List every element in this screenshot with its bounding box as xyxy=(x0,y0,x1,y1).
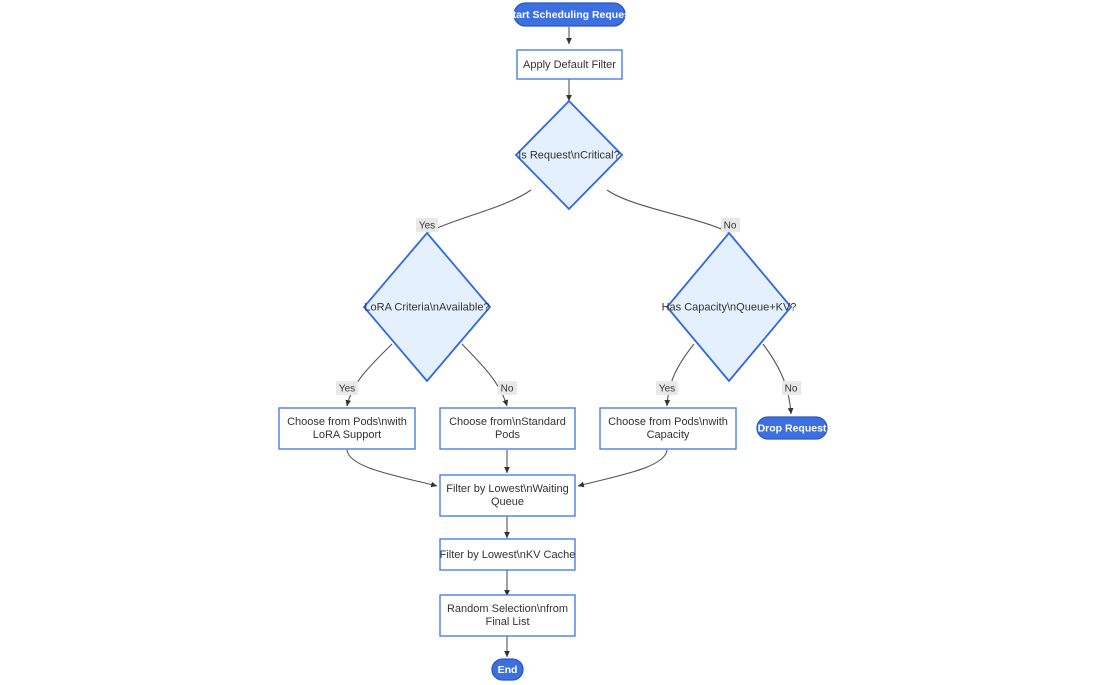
node-lora-criteria-available-shape[interactable] xyxy=(362,231,492,383)
node-filter-kv-cache[interactable]: Filter by Lowest\nKV Cache xyxy=(439,538,576,571)
edge-is-critical-yes-to-lora xyxy=(427,189,532,233)
node-layer: Start Scheduling Request Apply Default F… xyxy=(278,2,828,681)
node-start[interactable]: Start Scheduling Request xyxy=(506,2,634,27)
edge-capacity-no-to-drop-request xyxy=(762,343,794,415)
node-choose-standard-pods-shape[interactable] xyxy=(439,407,576,450)
node-apply-default-filter-label: Apply Default Filter xyxy=(523,59,616,71)
node-apply-default-filter-shape[interactable] xyxy=(516,49,623,80)
node-has-capacity[interactable]: Has Capacity\nQueue+KV? xyxy=(662,231,797,383)
edge-lora-yes-to-choose-lora xyxy=(345,343,393,407)
node-choose-standard-pods-label-line1: Choose from\nStandard xyxy=(449,416,566,428)
node-filter-waiting-queue-label-line1: Filter by Lowest\nWaiting xyxy=(446,483,568,495)
edge-label-layer: Yes No Yes No Yes No xyxy=(336,218,801,395)
edge-capacity-yes-to-choose-capacity xyxy=(664,343,695,407)
node-choose-pods-lora[interactable]: Choose from Pods\nwith LoRA Support xyxy=(278,407,416,450)
node-drop-request[interactable]: Drop Request xyxy=(756,416,828,440)
edge-label-critical-yes-text: Yes xyxy=(419,221,435,232)
node-is-request-critical-shape[interactable] xyxy=(514,99,624,211)
node-choose-pods-capacity[interactable]: Choose from Pods\nwith Capacity xyxy=(599,407,737,450)
node-drop-request-shape[interactable] xyxy=(756,416,828,440)
edge-label-lora-no: No xyxy=(498,381,517,395)
node-drop-request-label: Drop Request xyxy=(758,422,827,434)
edge-label-capacity-no: No xyxy=(782,381,801,395)
node-random-selection-shape[interactable] xyxy=(439,594,576,637)
edge-choose-lora-to-filter-queue xyxy=(346,449,438,488)
node-end[interactable]: End xyxy=(491,658,524,681)
edge-label-critical-no: No xyxy=(721,218,740,232)
edge-choose-capacity-to-filter-queue xyxy=(577,449,668,488)
node-filter-kv-cache-label: Filter by Lowest\nKV Cache xyxy=(440,549,576,561)
node-apply-default-filter[interactable]: Apply Default Filter xyxy=(516,49,623,80)
node-random-selection-label-line1: Random Selection\nfrom xyxy=(447,603,568,615)
edge-label-capacity-no-text: No xyxy=(785,384,798,395)
edge-label-lora-no-text: No xyxy=(501,384,514,395)
edge-lora-no-to-choose-standard xyxy=(461,343,509,407)
edge-is-critical-no-to-capacity xyxy=(606,189,729,233)
node-random-selection[interactable]: Random Selection\nfrom Final List xyxy=(439,594,576,637)
node-has-capacity-label: Has Capacity\nQueue+KV? xyxy=(662,301,797,313)
edge-label-lora-yes: Yes xyxy=(336,381,358,395)
node-choose-pods-capacity-label-line1: Choose from Pods\nwith xyxy=(608,416,728,428)
edge-label-critical-yes: Yes xyxy=(416,218,438,232)
node-choose-standard-pods[interactable]: Choose from\nStandard Pods xyxy=(439,407,576,450)
node-filter-kv-cache-shape[interactable] xyxy=(439,538,576,571)
node-random-selection-label-line2: Final List xyxy=(485,616,529,628)
edge-label-lora-yes-text: Yes xyxy=(339,384,355,395)
node-lora-criteria-available-label: LoRA Criteria\nAvailable? xyxy=(364,301,489,313)
node-filter-waiting-queue-shape[interactable] xyxy=(439,474,576,517)
node-start-label: Start Scheduling Request xyxy=(506,9,634,21)
node-is-request-critical[interactable]: Is Request\nCritical? xyxy=(514,99,624,211)
node-choose-pods-capacity-label-line2: Capacity xyxy=(647,429,690,441)
node-end-label: End xyxy=(498,664,518,676)
node-filter-waiting-queue[interactable]: Filter by Lowest\nWaiting Queue xyxy=(439,474,576,517)
node-has-capacity-shape[interactable] xyxy=(665,231,793,383)
node-choose-pods-lora-label-line1: Choose from Pods\nwith xyxy=(287,416,407,428)
edge-label-critical-no-text: No xyxy=(724,221,737,232)
node-end-shape[interactable] xyxy=(491,658,524,681)
edge-layer xyxy=(345,27,794,658)
node-start-shape[interactable] xyxy=(513,2,626,27)
node-is-request-critical-label: Is Request\nCritical? xyxy=(518,149,620,161)
edge-label-capacity-yes-text: Yes xyxy=(659,384,675,395)
node-choose-pods-capacity-shape[interactable] xyxy=(599,407,737,450)
node-choose-standard-pods-label-line2: Pods xyxy=(495,429,521,441)
node-choose-pods-lora-shape[interactable] xyxy=(278,407,416,450)
node-choose-pods-lora-label-line2: LoRA Support xyxy=(313,429,382,441)
node-filter-waiting-queue-label-line2: Queue xyxy=(491,496,524,508)
edge-label-capacity-yes: Yes xyxy=(656,381,678,395)
node-lora-criteria-available[interactable]: LoRA Criteria\nAvailable? xyxy=(362,231,492,383)
